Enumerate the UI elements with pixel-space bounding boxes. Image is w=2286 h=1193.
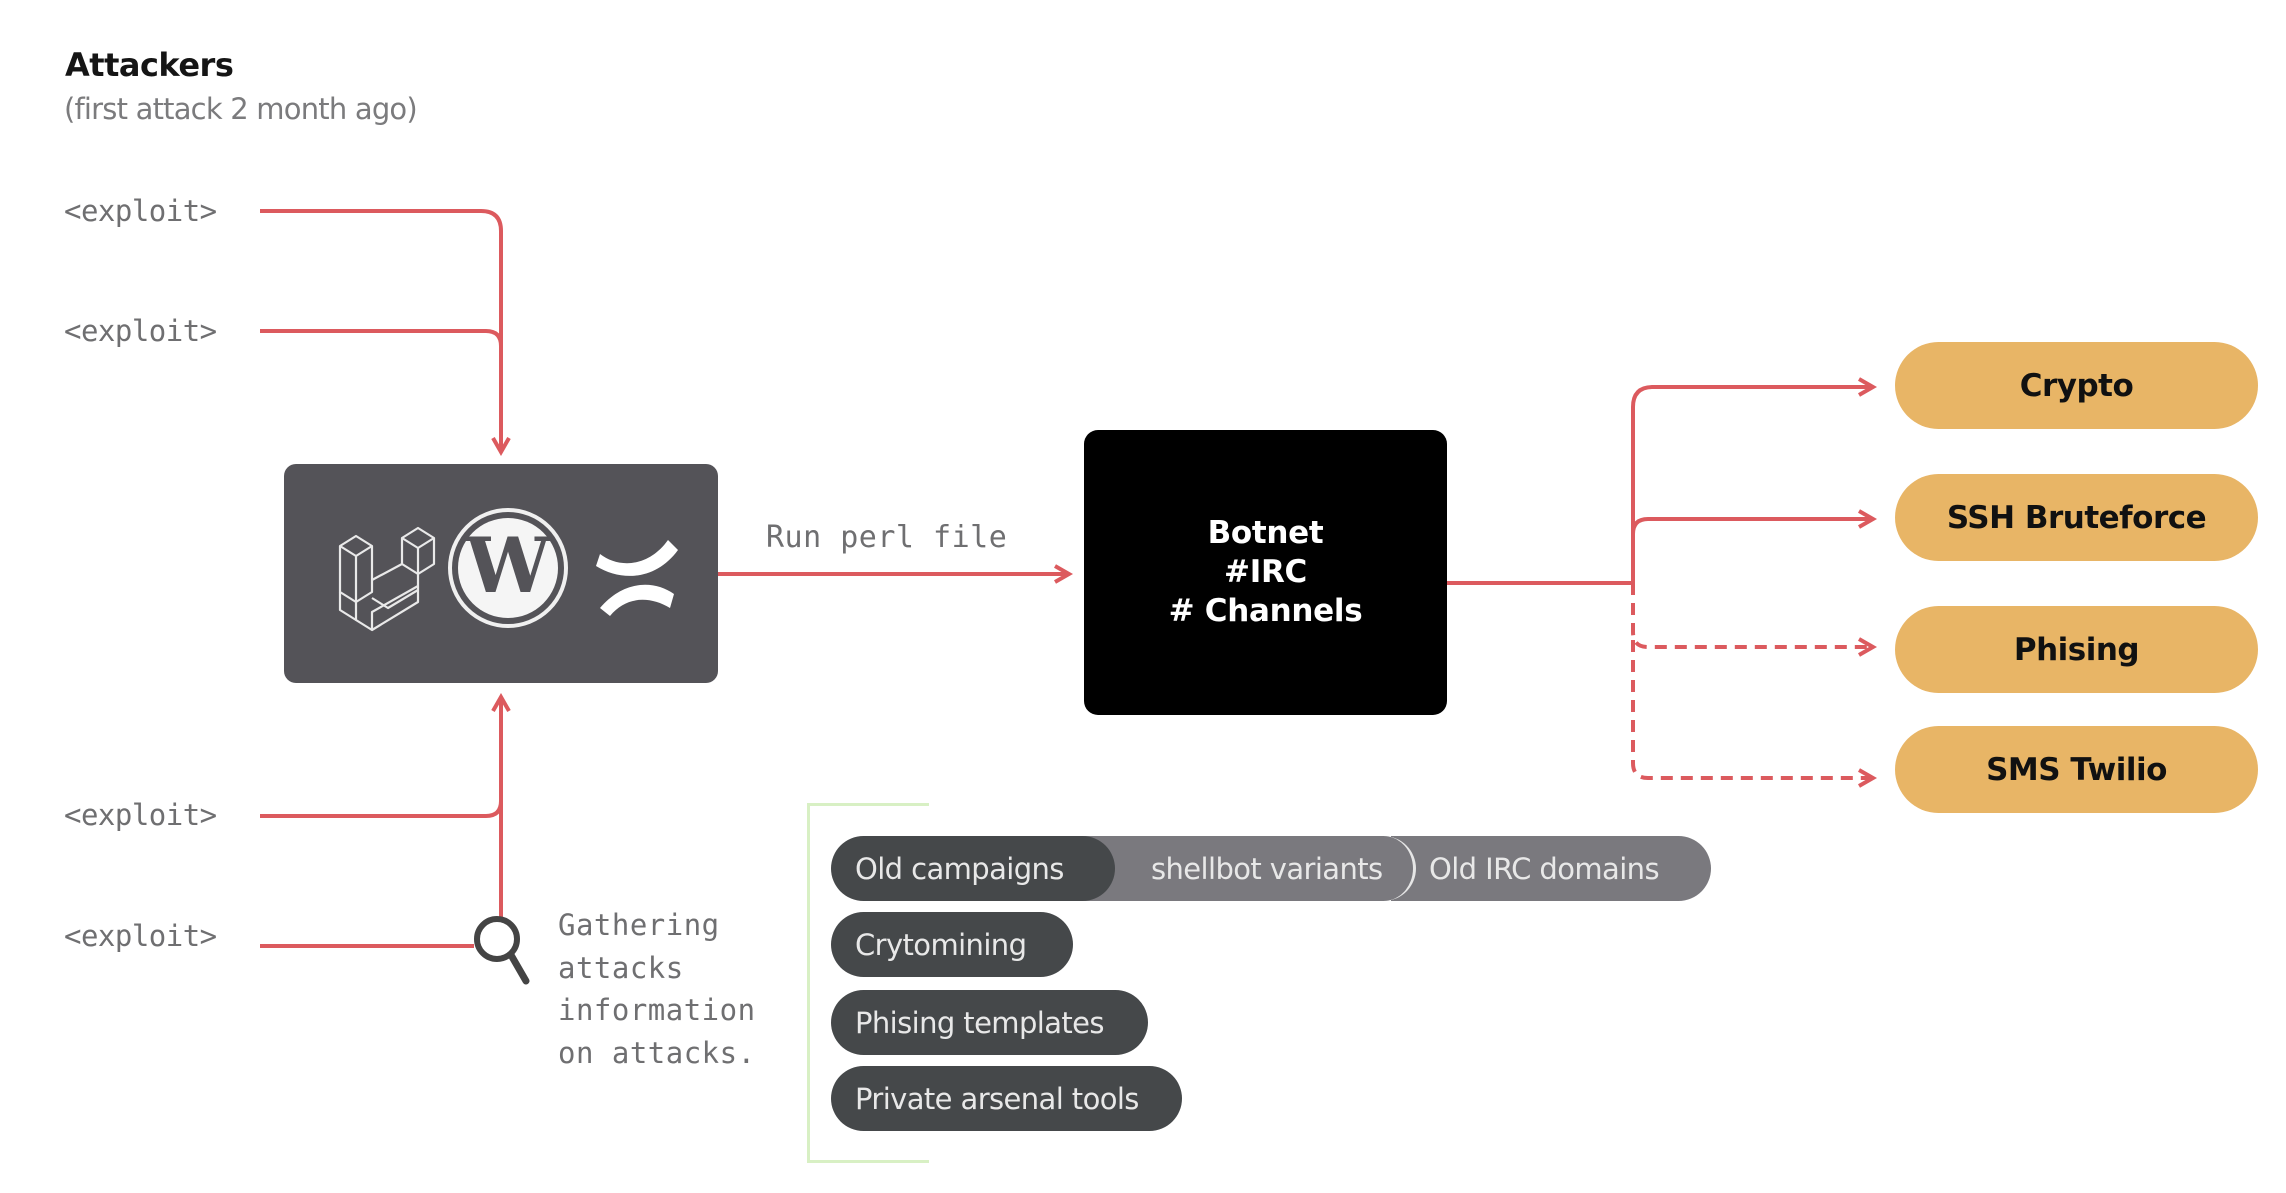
target-tech-box: W <box>284 464 718 683</box>
botnet-line: #IRC <box>1224 554 1307 590</box>
connector-target-phising <box>1631 583 1878 657</box>
tech-icons: W <box>338 508 678 632</box>
intel-chip-group: Old IRC domains shellbot variants Old ca… <box>831 836 1711 901</box>
svg-text:W: W <box>464 521 552 610</box>
gathering-note: Gathering attacks information on attacks… <box>558 904 756 1074</box>
target-sms-twilio: SMS Twilio <box>1895 726 2258 813</box>
connector-exploit-3 <box>260 800 503 818</box>
edge-label-run-perl: Run perl file <box>766 520 1008 555</box>
target-ssh-bruteforce: SSH Bruteforce <box>1895 474 2258 561</box>
gathering-note-line: information <box>558 993 756 1027</box>
laravel-icon <box>338 526 436 632</box>
diagram-title: Attackers <box>65 46 234 84</box>
connector-target-sms <box>1631 640 1878 788</box>
chip-old-campaigns: Old campaigns <box>831 836 1115 901</box>
chip-phising-templates: Phising templates <box>831 990 1148 1055</box>
gathering-note-line: attacks <box>558 950 684 985</box>
connector-target-ssh <box>1631 509 1878 535</box>
gathering-note-line: on attacks. <box>558 1035 756 1070</box>
exploit-label: <exploit> <box>64 314 217 348</box>
chip-private-arsenal-tools: Private arsenal tools <box>831 1066 1182 1131</box>
connector-exploit-2 <box>260 329 503 347</box>
magnifier-icon <box>474 916 530 985</box>
botnet-node: Botnet #IRC # Channels <box>1084 430 1447 715</box>
intel-bracket <box>807 803 929 1163</box>
botnet-line: # Channels <box>1168 593 1363 629</box>
connector-target-crypto <box>1631 377 1878 583</box>
chip-crytomining: Crytomining <box>831 912 1073 977</box>
connector-exploit-1 <box>260 209 511 457</box>
gathering-note-line: Gathering <box>558 908 720 942</box>
target-crypto: Crypto <box>1895 342 2258 429</box>
diagram-subtitle: (first attack 2 month ago) <box>64 92 418 126</box>
exploit-label: <exploit> <box>64 194 217 228</box>
exploit-label: <exploit> <box>64 798 217 832</box>
chip-old-irc-domains: Old IRC domains <box>1391 836 1711 901</box>
exploit-label: <exploit> <box>64 919 217 953</box>
wordpress-icon: W <box>448 508 568 628</box>
botnet-line: Botnet <box>1207 515 1324 551</box>
confluence-icon <box>596 540 678 616</box>
target-phising: Phising <box>1895 606 2258 693</box>
